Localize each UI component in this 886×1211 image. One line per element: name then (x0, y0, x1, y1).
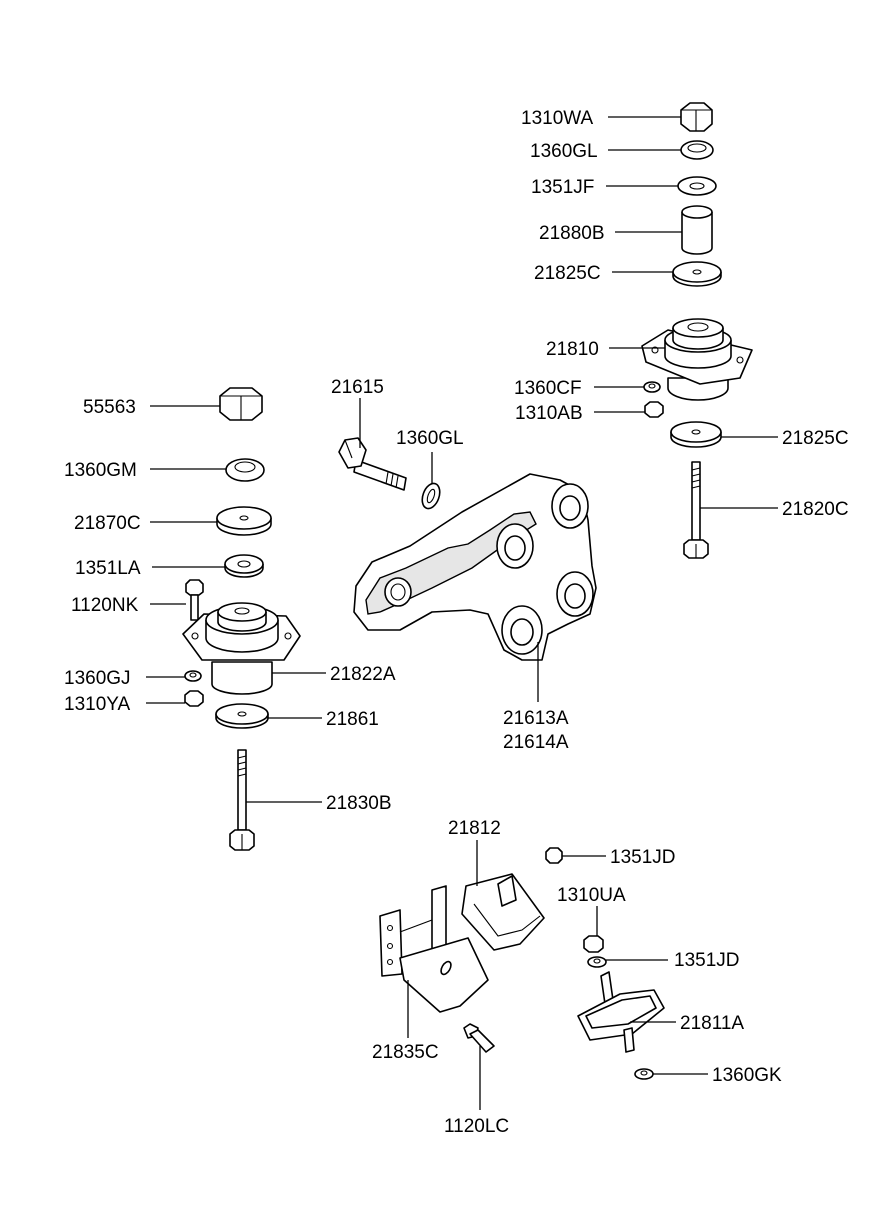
label-21870c: 21870C (74, 513, 141, 534)
label-21810: 21810 (546, 339, 599, 360)
bolt-21615-icon (338, 437, 407, 491)
label-21830b: 21830B (326, 793, 392, 814)
washer-21861-icon (215, 703, 269, 729)
bolt-21820c-icon (683, 461, 709, 559)
label-1310wa: 1310WA (521, 108, 593, 129)
label-1351jd-a: 1351JD (610, 847, 676, 868)
washer-1351jd-icon (587, 956, 607, 968)
bracket-21812-icon (461, 873, 545, 951)
label-1360gm: 1360GM (64, 460, 137, 481)
label-1360gl-top: 1360GL (530, 141, 598, 162)
washer-1360cf-icon (643, 381, 661, 393)
spring-washer-1360gl-mid-icon (421, 482, 441, 510)
mount-insulator-21810-icon (641, 318, 753, 401)
label-1360cf: 1360CF (514, 378, 582, 399)
washer-1351jf-icon (677, 176, 717, 196)
label-21613a: 21613A (503, 708, 569, 729)
label-1120lc: 1120LC (444, 1116, 509, 1137)
bracket-21835c-icon (379, 885, 489, 1013)
washer-21870c-icon (216, 506, 272, 536)
label-21812: 21812 (448, 818, 501, 839)
bolt-1120nk-icon (185, 579, 204, 621)
washer-1360gj-icon (184, 670, 202, 682)
label-21880b: 21880B (539, 223, 605, 244)
label-1351jd-b: 1351JD (674, 950, 740, 971)
label-1310ya: 1310YA (64, 694, 131, 715)
bolt-1120lc-icon (463, 1023, 495, 1053)
spring-washer-1360gl-top-icon (680, 140, 714, 160)
leader-lines (146, 116, 778, 1110)
label-1310ab: 1310AB (515, 403, 583, 424)
mount-insulator-21822a-icon (182, 602, 301, 695)
label-1360gk: 1360GK (712, 1065, 782, 1086)
label-1351la: 1351LA (75, 558, 141, 579)
nut-1310ya-icon (184, 690, 204, 707)
label-21614a: 21614A (503, 732, 569, 753)
label-55563: 55563 (83, 397, 136, 418)
label-21825c-mid: 21825C (782, 428, 849, 449)
label-21835c: 21835C (372, 1042, 439, 1063)
label-21615: 21615 (331, 377, 384, 398)
label-21820c: 21820C (782, 499, 849, 520)
label-1310ua: 1310UA (557, 885, 626, 906)
washer-1360gk-icon (634, 1068, 654, 1080)
engine-mount-bracket-21613a-icon (353, 473, 597, 661)
label-21822a: 21822A (330, 664, 396, 685)
washer-1351la-icon (224, 554, 264, 578)
washer-21825c-top-icon (672, 261, 722, 287)
washer-21825c-mid-icon (670, 421, 722, 448)
spring-washer-1360gm-icon (225, 458, 265, 482)
label-1360gj: 1360GJ (64, 668, 131, 689)
label-21825c-top: 21825C (534, 263, 601, 284)
sleeve-21880b-icon (681, 205, 713, 255)
mount-insulator-21811a-icon (577, 971, 665, 1053)
nut-1310ua-icon (583, 935, 604, 953)
nut-1351jd-icon (545, 847, 563, 864)
label-1351jf: 1351JF (531, 177, 594, 198)
nut-1310ab-icon (644, 401, 664, 418)
label-1360gl-mid: 1360GL (396, 428, 464, 449)
label-1120nk: 1120NK (71, 595, 139, 616)
label-21861: 21861 (326, 709, 379, 730)
label-21811a: 21811A (680, 1013, 744, 1034)
bolt-21830b-icon (229, 749, 255, 851)
nut-55563-icon (219, 387, 263, 421)
nut-1310wa-icon (680, 102, 713, 132)
